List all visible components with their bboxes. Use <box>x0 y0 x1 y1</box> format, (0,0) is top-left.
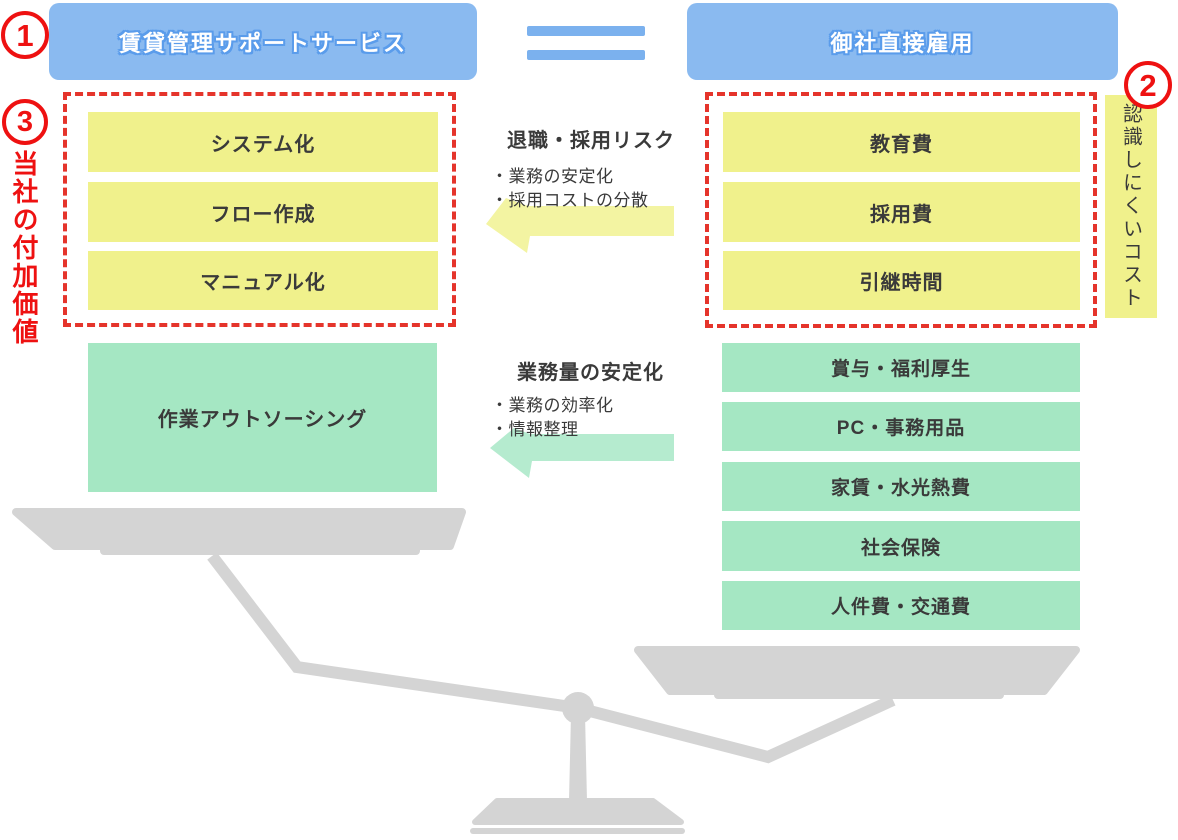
badge-1-icon: 1 <box>1 11 49 59</box>
value-item: マニュアル化 <box>88 251 438 310</box>
bottom-arrow-title: 業務量の安定化 <box>517 362 664 384</box>
top-arrow-bullets: ・業務の安定化 ・採用コストの分散 <box>491 165 649 213</box>
hidden-cost-item: 教育費 <box>723 112 1080 172</box>
bullet-line: ・採用コストの分散 <box>491 191 649 210</box>
hidden-cost-item: 引継時間 <box>723 251 1080 310</box>
bottom-arrow-bullets: ・業務の効率化 ・情報整理 <box>491 394 614 442</box>
bullet-line: ・業務の安定化 <box>491 167 614 186</box>
pivot <box>562 692 594 724</box>
added-value-frame <box>63 92 456 327</box>
hidden-cost-item: 採用費 <box>723 182 1080 242</box>
left-pan <box>12 508 466 550</box>
right-pan <box>634 646 1080 695</box>
direct-cost-item: 人件費・交通費 <box>722 581 1080 630</box>
right-pan-lip <box>714 691 1004 699</box>
stand-base-bar <box>470 828 685 834</box>
direct-cost-item: PC・事務用品 <box>722 402 1080 451</box>
bullet-line: ・業務の効率化 <box>491 396 614 415</box>
stand-base <box>472 798 684 825</box>
top-arrow-title: 退職・採用リスク <box>507 130 675 152</box>
hidden-cost-frame <box>705 92 1097 328</box>
hidden-cost-label: 認識しにくいコスト <box>1105 95 1157 318</box>
badge-2-icon: 2 <box>1124 61 1172 109</box>
equals-icon <box>527 26 645 36</box>
direct-cost-item: 賞与・福利厚生 <box>722 343 1080 392</box>
added-value-label: 当社の付加価値 <box>9 150 39 346</box>
value-item: フロー作成 <box>88 182 438 242</box>
outsourcing-box: 作業アウトソーシング <box>88 343 437 492</box>
badge-3-icon: 3 <box>2 99 48 145</box>
right-header: 御社直接雇用 <box>687 3 1118 80</box>
direct-cost-item: 社会保険 <box>722 521 1080 571</box>
direct-cost-item: 家賃・水光熱費 <box>722 462 1080 511</box>
left-pan-lip <box>100 546 420 555</box>
value-item: システム化 <box>88 112 438 172</box>
left-header: 賃貸管理サポートサービス <box>49 3 477 80</box>
stand-post <box>569 714 587 801</box>
bullet-line: ・情報整理 <box>491 420 579 439</box>
equals-icon <box>527 50 645 60</box>
